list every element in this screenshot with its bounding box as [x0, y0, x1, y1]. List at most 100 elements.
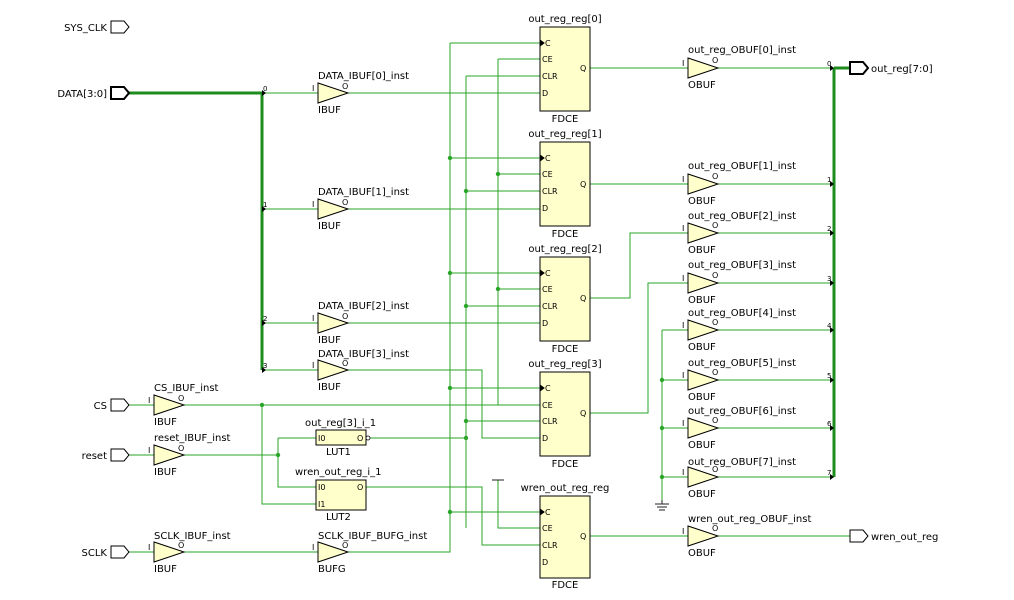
ff-1-pin-clr: CLR	[542, 187, 558, 196]
obuf-1-type: OBUF	[688, 196, 716, 207]
ff-0-pin-clr: CLR	[542, 72, 558, 81]
obuf-1[interactable]: out_reg_OBUF[1]_inst OBUF I O	[682, 161, 796, 207]
port-data[interactable]: DATA[3:0]	[57, 86, 131, 100]
port-reset[interactable]: reset	[82, 448, 130, 462]
obuf-7[interactable]: out_reg_OBUF[7]_inst OBUF I O	[682, 457, 796, 500]
lut1-out-reg-3-i-1[interactable]: out_reg[3]_i_1 LUT1 I0 O	[305, 418, 376, 458]
data-ibuf-2-pin-i: I	[312, 314, 314, 323]
obuf-7-pin-i: I	[682, 468, 684, 477]
obuf-6[interactable]: out_reg_OBUF[6]_inst OBUF I O	[682, 406, 796, 451]
obuf-1-pin-o: O	[712, 172, 718, 181]
obuf-4[interactable]: out_reg_OBUF[4]_inst OBUF I O	[682, 308, 796, 353]
ff-2-pin-d: D	[542, 319, 548, 328]
ff-3-name: out_reg_reg[3]	[528, 359, 601, 370]
ff-1-pin-ce: CE	[542, 170, 553, 179]
obuf-3[interactable]: out_reg_OBUF[3]_inst OBUF I O	[682, 260, 796, 306]
data-ibuf-2-name: DATA_IBUF[2]_inst	[318, 301, 409, 312]
ff-1-pin-q: Q	[580, 180, 586, 189]
reset-ibuf[interactable]: reset_IBUF_inst IBUF I O	[148, 433, 231, 478]
ff-0-type: FDCE	[552, 114, 579, 125]
reset-ibuf-pin-o: O	[178, 444, 184, 453]
data-ibuf-1-pin-i: I	[312, 200, 314, 209]
out-tap-4: 4	[827, 322, 832, 330]
ff-out-reg-reg-2[interactable]: out_reg_reg[2] FDCE C CE CLR D Q	[528, 244, 601, 355]
clock-net[interactable]	[348, 43, 451, 553]
ff-0-pin-c: C	[545, 39, 551, 48]
cs-ibuf-pin-i: I	[148, 396, 150, 405]
obuf-2-pin-i: I	[682, 224, 684, 233]
ff-0-pin-q: Q	[580, 64, 586, 73]
obuf-7-pin-o: O	[712, 465, 718, 474]
data-tap-2: 2	[263, 315, 267, 323]
ff-wren-pin-ce: CE	[542, 524, 553, 533]
obuf-6-type: OBUF	[688, 440, 716, 451]
port-reset-label: reset	[82, 451, 107, 462]
obuf-1-name: out_reg_OBUF[1]_inst	[688, 161, 796, 172]
ff-wren-out-reg-reg[interactable]: wren_out_reg_reg FDCE C CE CLR D Q	[521, 483, 610, 591]
ff-out-reg-reg-1[interactable]: out_reg_reg[1] FDCE C CE CLR D Q	[528, 129, 601, 240]
port-cs[interactable]: CS	[94, 398, 130, 412]
data-bus-arrows	[262, 90, 266, 373]
port-out-reg[interactable]: out_reg[7:0]	[849, 61, 933, 75]
data-bus[interactable]	[129, 91, 264, 370]
ff-wren-pin-d: D	[542, 558, 548, 567]
out-tap-2: 2	[827, 225, 831, 233]
sclk-bufg[interactable]: SCLK_IBUF_BUFG_inst BUFG I O	[312, 531, 427, 575]
data-ibuf-0-pin-o: O	[342, 82, 348, 91]
data-ibuf-0[interactable]: DATA_IBUF[0]_inst IBUF I O	[312, 71, 409, 116]
data-ibuf-2[interactable]: DATA_IBUF[2]_inst IBUF I O	[312, 301, 409, 346]
out-tap-7: 7	[827, 469, 831, 477]
ff-out-reg-reg-3[interactable]: out_reg_reg[3] FDCE C CE CLR D Q	[528, 359, 601, 470]
obuf-0-pin-o: O	[712, 56, 718, 65]
clr-net[interactable]	[368, 76, 467, 439]
lut2-wren-out-reg-i-1[interactable]: wren_out_reg_i_1 LUT2 I0 I1 O	[295, 467, 381, 523]
ff-wren-type: FDCE	[552, 580, 579, 591]
obuf-2[interactable]: out_reg_OBUF[2]_inst OBUF I O	[682, 211, 796, 256]
obuf-3-type: OBUF	[688, 295, 716, 306]
obuf-2-pin-o: O	[712, 221, 718, 230]
out-bus[interactable]	[832, 66, 850, 477]
ff-2-pin-c: C	[545, 269, 551, 278]
port-sys-clk-label: SYS_CLK	[64, 23, 107, 34]
obuf-4-type: OBUF	[688, 342, 716, 353]
obuf-4-pin-i: I	[682, 321, 684, 330]
lut1-pin-o: O	[357, 434, 363, 443]
out-bus-arrows	[830, 65, 834, 480]
data-ibuf-1[interactable]: DATA_IBUF[1]_inst IBUF I O	[312, 187, 409, 232]
obuf-3-name: out_reg_OBUF[3]_inst	[688, 260, 796, 271]
data-ibuf-3-name: DATA_IBUF[3]_inst	[318, 349, 409, 360]
out-tap-0: 0	[827, 60, 831, 68]
port-sys-clk[interactable]: SYS_CLK	[64, 20, 130, 34]
ff-1-name: out_reg_reg[1]	[528, 129, 601, 140]
obuf-0-type: OBUF	[688, 80, 716, 91]
sclk-bufg-pin-o: O	[342, 541, 348, 550]
obuf-5[interactable]: out_reg_OBUF[5]_inst OBUF I O	[682, 358, 796, 403]
ff-out-reg-reg-0[interactable]: out_reg_reg[0] FDCE C CE CLR D Q	[528, 14, 601, 125]
cs-ibuf-type: IBUF	[154, 417, 177, 428]
ff-2-pin-ce: CE	[542, 285, 553, 294]
ff-0-pin-ce: CE	[542, 55, 553, 64]
sclk-bufg-pin-i: I	[312, 543, 314, 552]
ff-3-pin-q: Q	[580, 409, 586, 418]
junction-dots	[259, 155, 665, 515]
obuf-0[interactable]: out_reg_OBUF[0]_inst OBUF I O	[682, 45, 796, 91]
data-ibuf-1-name: DATA_IBUF[1]_inst	[318, 187, 409, 198]
ff-3-type: FDCE	[552, 459, 579, 470]
port-sclk[interactable]: SCLK	[82, 545, 130, 559]
obuf-6-name: out_reg_OBUF[6]_inst	[688, 406, 796, 417]
obuf-wren-pin-o: O	[712, 524, 718, 533]
obuf-7-name: out_reg_OBUF[7]_inst	[688, 457, 796, 468]
obuf-0-name: out_reg_OBUF[0]_inst	[688, 45, 796, 56]
data-ibuf-3[interactable]: DATA_IBUF[3]_inst IBUF I O	[312, 349, 409, 393]
port-wren-out-reg[interactable]: wren_out_reg	[849, 529, 938, 543]
obuf-1-pin-i: I	[682, 175, 684, 184]
data-tap-0: 0	[263, 85, 267, 93]
cs-ibuf[interactable]: CS_IBUF_inst IBUF I O	[148, 383, 219, 428]
obuf-wren[interactable]: wren_out_reg_OBUF_inst OBUF I O	[682, 514, 811, 559]
obuf-4-pin-o: O	[712, 318, 718, 327]
ff-2-type: FDCE	[552, 344, 579, 355]
obuf-2-name: out_reg_OBUF[2]_inst	[688, 211, 796, 222]
data-ibuf-3-pin-o: O	[342, 359, 348, 368]
sclk-ibuf[interactable]: SCLK_IBUF_inst IBUF I O	[148, 531, 231, 575]
